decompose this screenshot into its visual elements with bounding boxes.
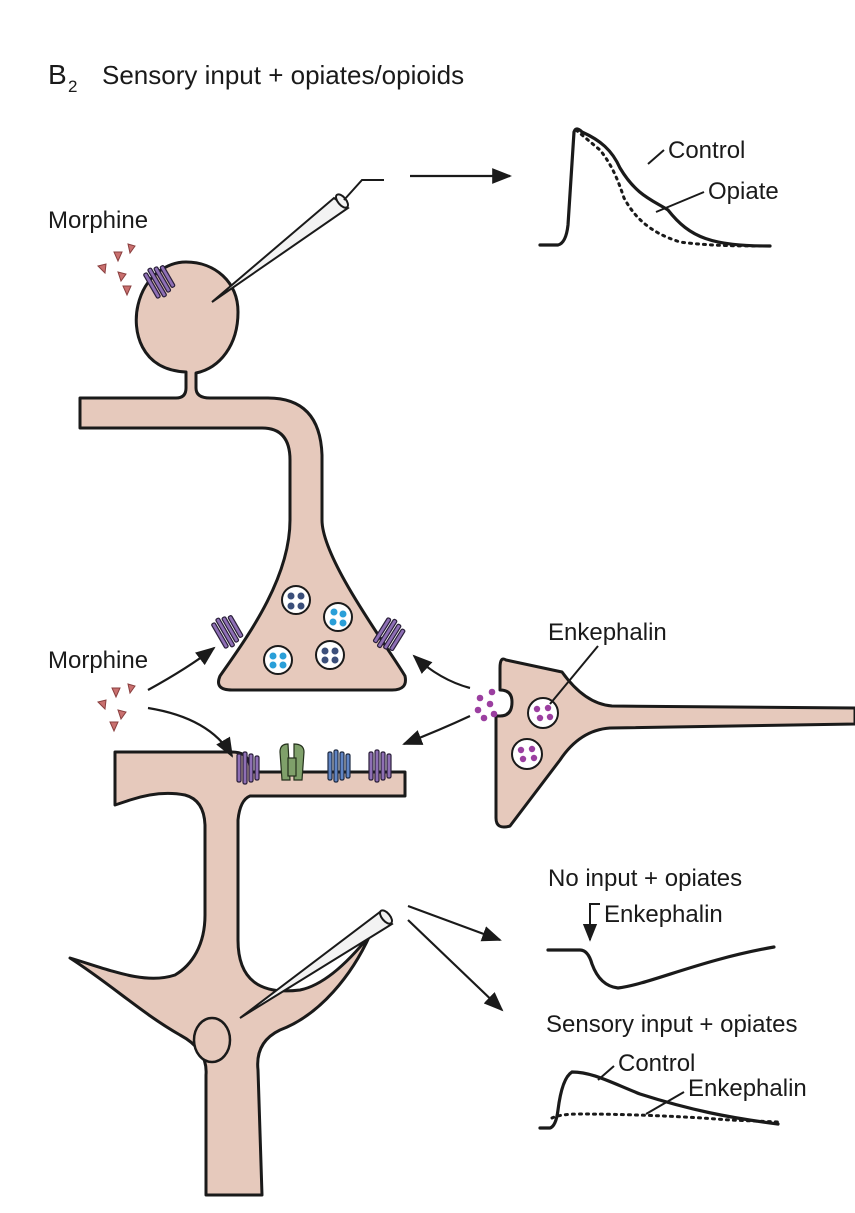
- arrow-to-trace-sensory: [407, 919, 504, 1012]
- released-enkephalin: [474, 688, 498, 722]
- leader-trace-top-control: [647, 149, 665, 165]
- leader-enkephalin-interneuron: [549, 645, 599, 705]
- label-morphine-mid: Morphine: [48, 647, 148, 674]
- enkephalin-interneuron: [494, 657, 855, 829]
- panel-title: B 2 Sensory input + opiates/opioids: [48, 59, 464, 96]
- panel-title-text: Sensory input + opiates/opioids: [102, 60, 464, 90]
- arrow-to-trace-no-input: [407, 904, 502, 942]
- sensory-neuron-body: [78, 260, 407, 692]
- arrows: [147, 168, 512, 1012]
- recording-electrode-top: [211, 179, 384, 303]
- interneuron-body: [494, 657, 855, 829]
- trace-sensory-enkephalin-line: [550, 1112, 780, 1124]
- trace-no-input-line: [546, 945, 776, 990]
- trace-top-opiate-label: Opiate: [708, 178, 779, 205]
- vesicle-dark-1: [281, 585, 311, 615]
- postsynaptic-nucleus: [192, 1016, 232, 1064]
- label-enkephalin-interneuron: Enkephalin: [548, 619, 667, 646]
- trace-top-control-label: Control: [668, 137, 745, 164]
- vesicle-blue-2: [263, 645, 293, 675]
- panel-subscript: 2: [68, 77, 77, 96]
- enkephalin-vesicle-2: [511, 738, 543, 770]
- vesicle-dark-2: [315, 640, 345, 670]
- sensory-neuron: [78, 260, 407, 692]
- arrow-morphine-to-post: [147, 706, 233, 758]
- morphine-molecules-top: [97, 243, 136, 297]
- trace-top: [538, 127, 772, 248]
- arrow-enk-to-post: [402, 715, 471, 746]
- arrow-morphine-to-terminal: [147, 646, 216, 691]
- arrow-enk-to-terminal: [412, 654, 471, 690]
- vesicle-blue-1: [323, 602, 353, 632]
- trace-top-control-line: [538, 127, 772, 248]
- trace-sensory-control-line: [538, 1070, 780, 1130]
- postsynaptic-neuron: [68, 750, 407, 1197]
- trace-no-input-marker-arrow: [582, 903, 600, 942]
- morphine-molecules-mid: [97, 683, 136, 733]
- trace-sensory-enkephalin-label: Enkephalin: [688, 1075, 807, 1102]
- trace-top-opiate-line: [574, 128, 772, 248]
- postsynaptic-neuron-body: [68, 750, 407, 1197]
- trace-no-input-title: No input + opiates: [548, 865, 742, 892]
- trace-sensory-title: Sensory input + opiates: [546, 1011, 798, 1038]
- trace-sensory-control-label: Control: [618, 1050, 695, 1077]
- panel-letter: B: [48, 59, 67, 90]
- recording-electrode-bottom: [239, 909, 394, 1019]
- leader-trace-top-opiate: [655, 191, 705, 213]
- enkephalin-vesicle-1: [527, 697, 559, 729]
- trace-no-input-marker-label: Enkephalin: [604, 901, 723, 928]
- glutamate-receptor-post: [279, 743, 305, 781]
- label-morphine-top: Morphine: [48, 207, 148, 234]
